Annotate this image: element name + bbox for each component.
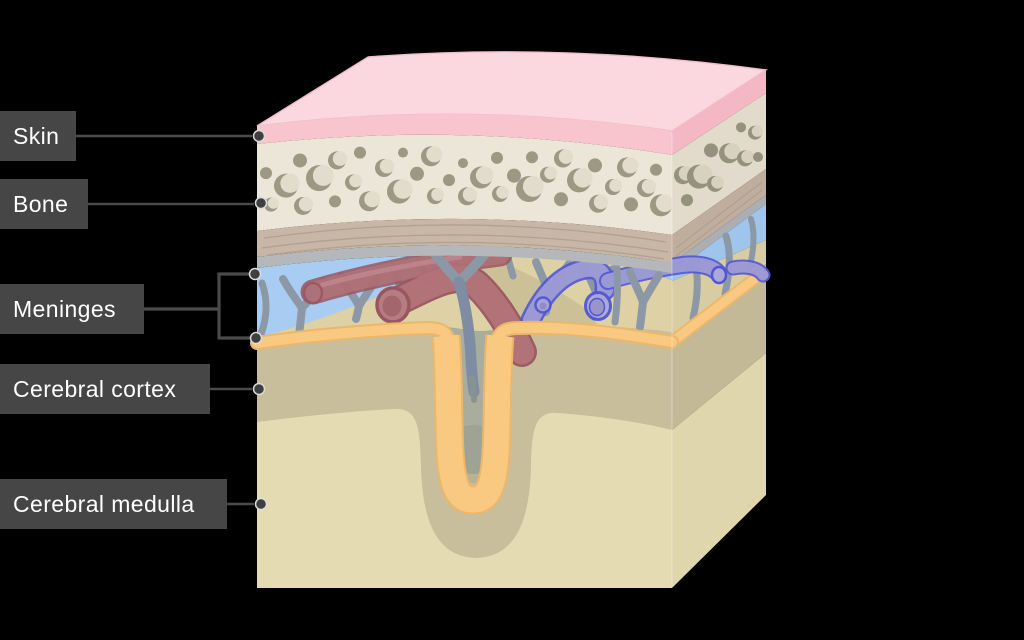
label-meninges[interactable]: Meninges [0,284,144,334]
label-bone[interactable]: Bone [0,179,88,229]
sulcal-vessel-tip [469,375,477,403]
bone-hole [736,122,746,133]
bone-hole-inner [724,143,741,160]
dot-bone [254,196,268,210]
bone-hole [443,174,455,187]
block-side-face [668,70,770,588]
artery-highlight [319,254,463,288]
cortex-side [672,264,766,430]
bone-hole [293,153,307,168]
block-front-face [250,114,771,588]
pia-sulcus [433,334,513,513]
bone-hole-inner [426,146,443,163]
vein-cut-end-side [710,265,728,285]
bone-hole [507,168,521,183]
dot-cortex [252,382,266,396]
bone-hole-inner [711,175,725,189]
leader-meninges-bracket [144,272,250,340]
skin-side [672,70,766,155]
vein-cross-section-lumen [539,302,547,310]
bone-hole [554,192,568,207]
bone-hole-inner [609,179,623,192]
bone-hole-inner [641,179,657,194]
dot-medulla [254,497,268,511]
bone-hole-inner [267,197,279,209]
bone-hole-inner [298,196,314,212]
bone-hole-inner [393,179,413,199]
periosteum-side [672,169,766,263]
bone-hole-inner [462,187,478,202]
bone-hole-inner [593,194,609,210]
bone-hole [753,152,763,163]
periosteum-side-streaks [675,181,763,257]
vein-lumen [588,297,606,317]
bone-hole [588,158,602,173]
bone-hole-inner [475,166,494,185]
bone-hole-inner [349,174,363,188]
bone-hole-inner [364,191,381,208]
bone-hole [491,151,503,164]
bone-hole [260,167,272,180]
leader-lines [76,134,254,506]
pia-right [492,322,677,347]
bone-hole-inner [655,194,674,212]
bone-hole-inner [558,149,574,164]
bone-hole [354,146,366,159]
bone-hole [650,163,662,176]
medulla-front [257,408,672,588]
bone-holes-front [260,146,674,217]
pia-side [669,266,769,346]
leader-dots [248,129,268,511]
bone-hole-inner [544,166,558,180]
bone-hole [526,151,538,164]
bone-hole-inner [280,173,300,193]
bone-hole-inner [622,157,639,174]
bone-hole-inner [431,188,445,201]
vein-stub-side [727,261,769,281]
dura-mater [257,245,672,273]
dot-meninges-top [248,267,262,281]
bone-hole-inner [522,176,544,197]
bone-hole-inner [741,150,755,164]
bone-hole [329,195,341,208]
artery-lumen [382,295,402,317]
dura-side [672,195,766,273]
bone-hole [681,194,693,207]
label-cerebral-cortex[interactable]: Cerebral cortex [0,364,210,414]
bone-holes-side [674,122,763,207]
artery-cut-end-small [302,281,324,305]
bone-hole-inner [379,159,395,174]
label-skin[interactable]: Skin [0,111,76,161]
label-cerebral-medulla[interactable]: Cerebral medulla [0,479,227,529]
bone-hole [458,158,468,169]
artery-tube [303,244,510,302]
bone-hole [398,147,408,158]
bone-hole [624,197,638,212]
pia-left [252,323,454,348]
gyrus-shadow [468,255,597,324]
bone-hole [410,166,424,181]
medulla-side [672,353,766,588]
bone-hole-inner [312,165,334,186]
bone-hole [704,143,718,158]
pia-mater [250,320,679,515]
dot-meninges-bottom [249,331,263,345]
bone-hole-inner [751,125,763,137]
periosteum-streaks [261,224,669,260]
bone-hole-inner [573,168,593,188]
bone-hole-inner [332,151,348,166]
bone-hole-inner [693,164,713,184]
dot-skin [252,129,266,143]
bone-hole-inner [496,185,510,199]
skin-front [257,114,672,155]
